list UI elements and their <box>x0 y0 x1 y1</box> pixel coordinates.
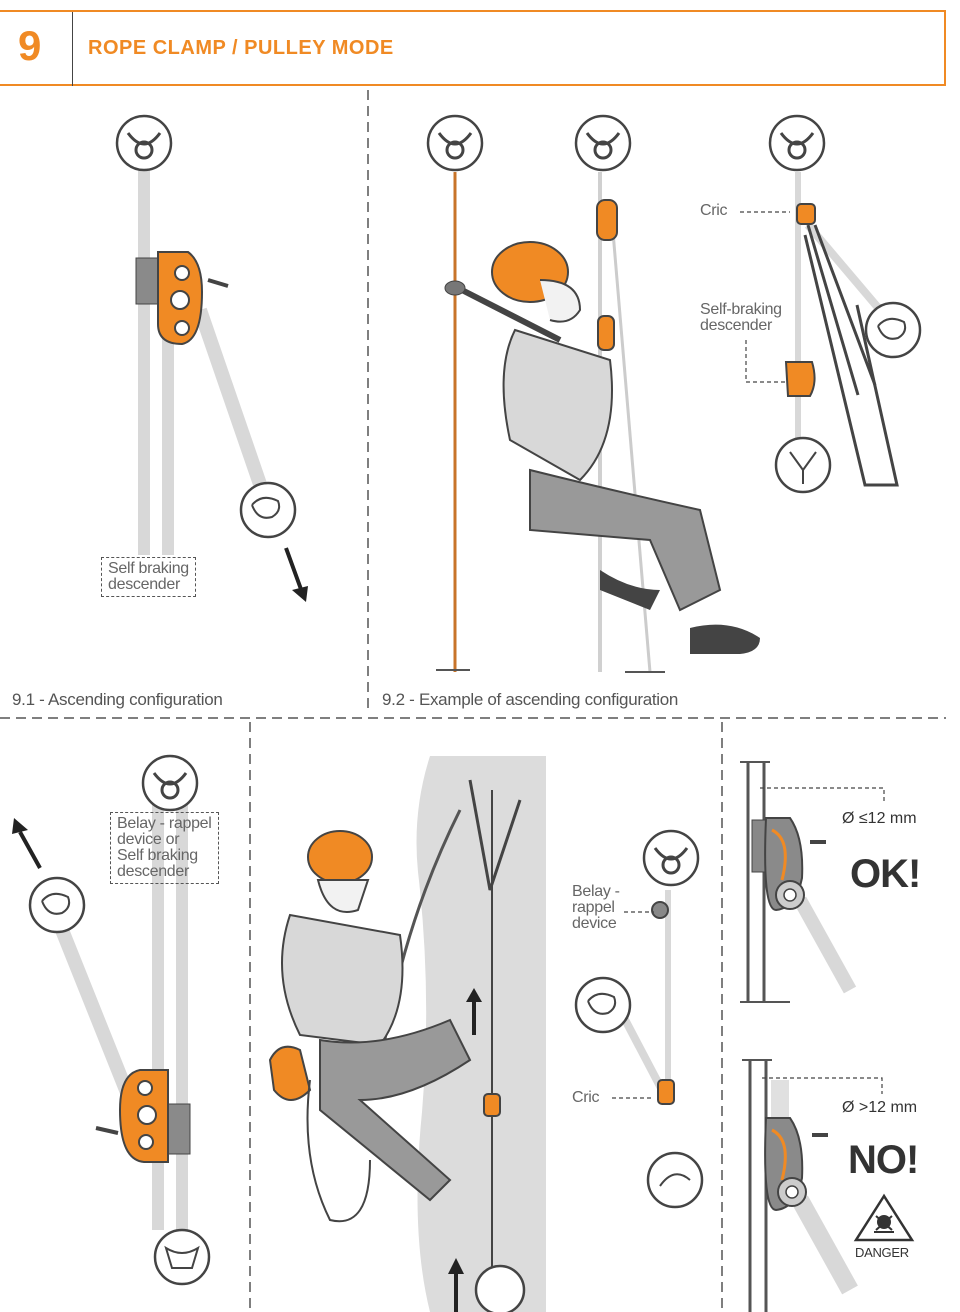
label-line: Self braking <box>117 847 198 864</box>
harness-icon <box>774 436 832 494</box>
panel-9-5-figure <box>740 761 915 1312</box>
no-diameter-label: Ø >12 mm <box>842 1099 918 1116</box>
person-icon <box>474 1264 526 1312</box>
label-line: Belay - rappel <box>117 815 212 832</box>
down-arrow <box>284 547 304 593</box>
hand-icon <box>28 876 86 934</box>
label-line: Belay - <box>572 883 620 900</box>
self-braking-label: Self-braking descender <box>700 302 782 334</box>
section-header: 9 ROPE CLAMP / PULLEY MODE <box>0 10 946 86</box>
label-line: device or <box>117 831 180 848</box>
belay-rappel-label: Belay - rappel device <box>572 884 620 932</box>
self-braking-label: Self braking descender <box>101 557 196 597</box>
hand-icon <box>864 301 922 359</box>
label-line: device <box>572 915 617 932</box>
label-line: descender <box>108 576 181 593</box>
panel-9-1-figure <box>115 114 308 602</box>
label-line: descender <box>117 863 190 880</box>
harness-icon <box>153 1228 211 1286</box>
hand-icon <box>239 481 297 539</box>
ok-diameter-label: Ø ≤12 mm <box>842 810 917 827</box>
panel-9-3-figure <box>12 754 211 1286</box>
cric-label: Cric <box>700 202 728 219</box>
climber-torso <box>502 328 613 482</box>
climber-torso <box>281 913 404 1047</box>
label-line: Self braking <box>108 560 189 577</box>
panel-9-2-figure <box>426 114 922 673</box>
no-label: NO! <box>848 1138 919 1182</box>
panel-9-4-figure <box>268 756 704 1312</box>
label-line: rappel <box>572 899 615 916</box>
section-title: ROPE CLAMP / PULLEY MODE <box>88 37 394 59</box>
hand-icon <box>574 976 632 1034</box>
rock-wall <box>416 756 546 1312</box>
caption-9-2: 9.2 - Example of ascending configuration <box>382 690 679 709</box>
cric-label: Cric <box>572 1089 600 1106</box>
person-icon <box>646 1151 704 1209</box>
header-divider <box>72 12 73 86</box>
section-number: 9 <box>18 22 42 69</box>
caption-9-1: 9.1 - Ascending configuration <box>12 690 223 709</box>
helmet <box>307 830 373 884</box>
panel-dividers <box>0 90 946 1312</box>
belay-or-self-braking-label: Belay - rappel device or Self braking de… <box>110 812 219 884</box>
ok-label: OK! <box>850 852 921 896</box>
label-line: descender <box>700 317 773 334</box>
danger-label: DANGER <box>855 1245 909 1260</box>
up-arrow <box>18 831 42 869</box>
label-line: Self-braking <box>700 301 782 318</box>
